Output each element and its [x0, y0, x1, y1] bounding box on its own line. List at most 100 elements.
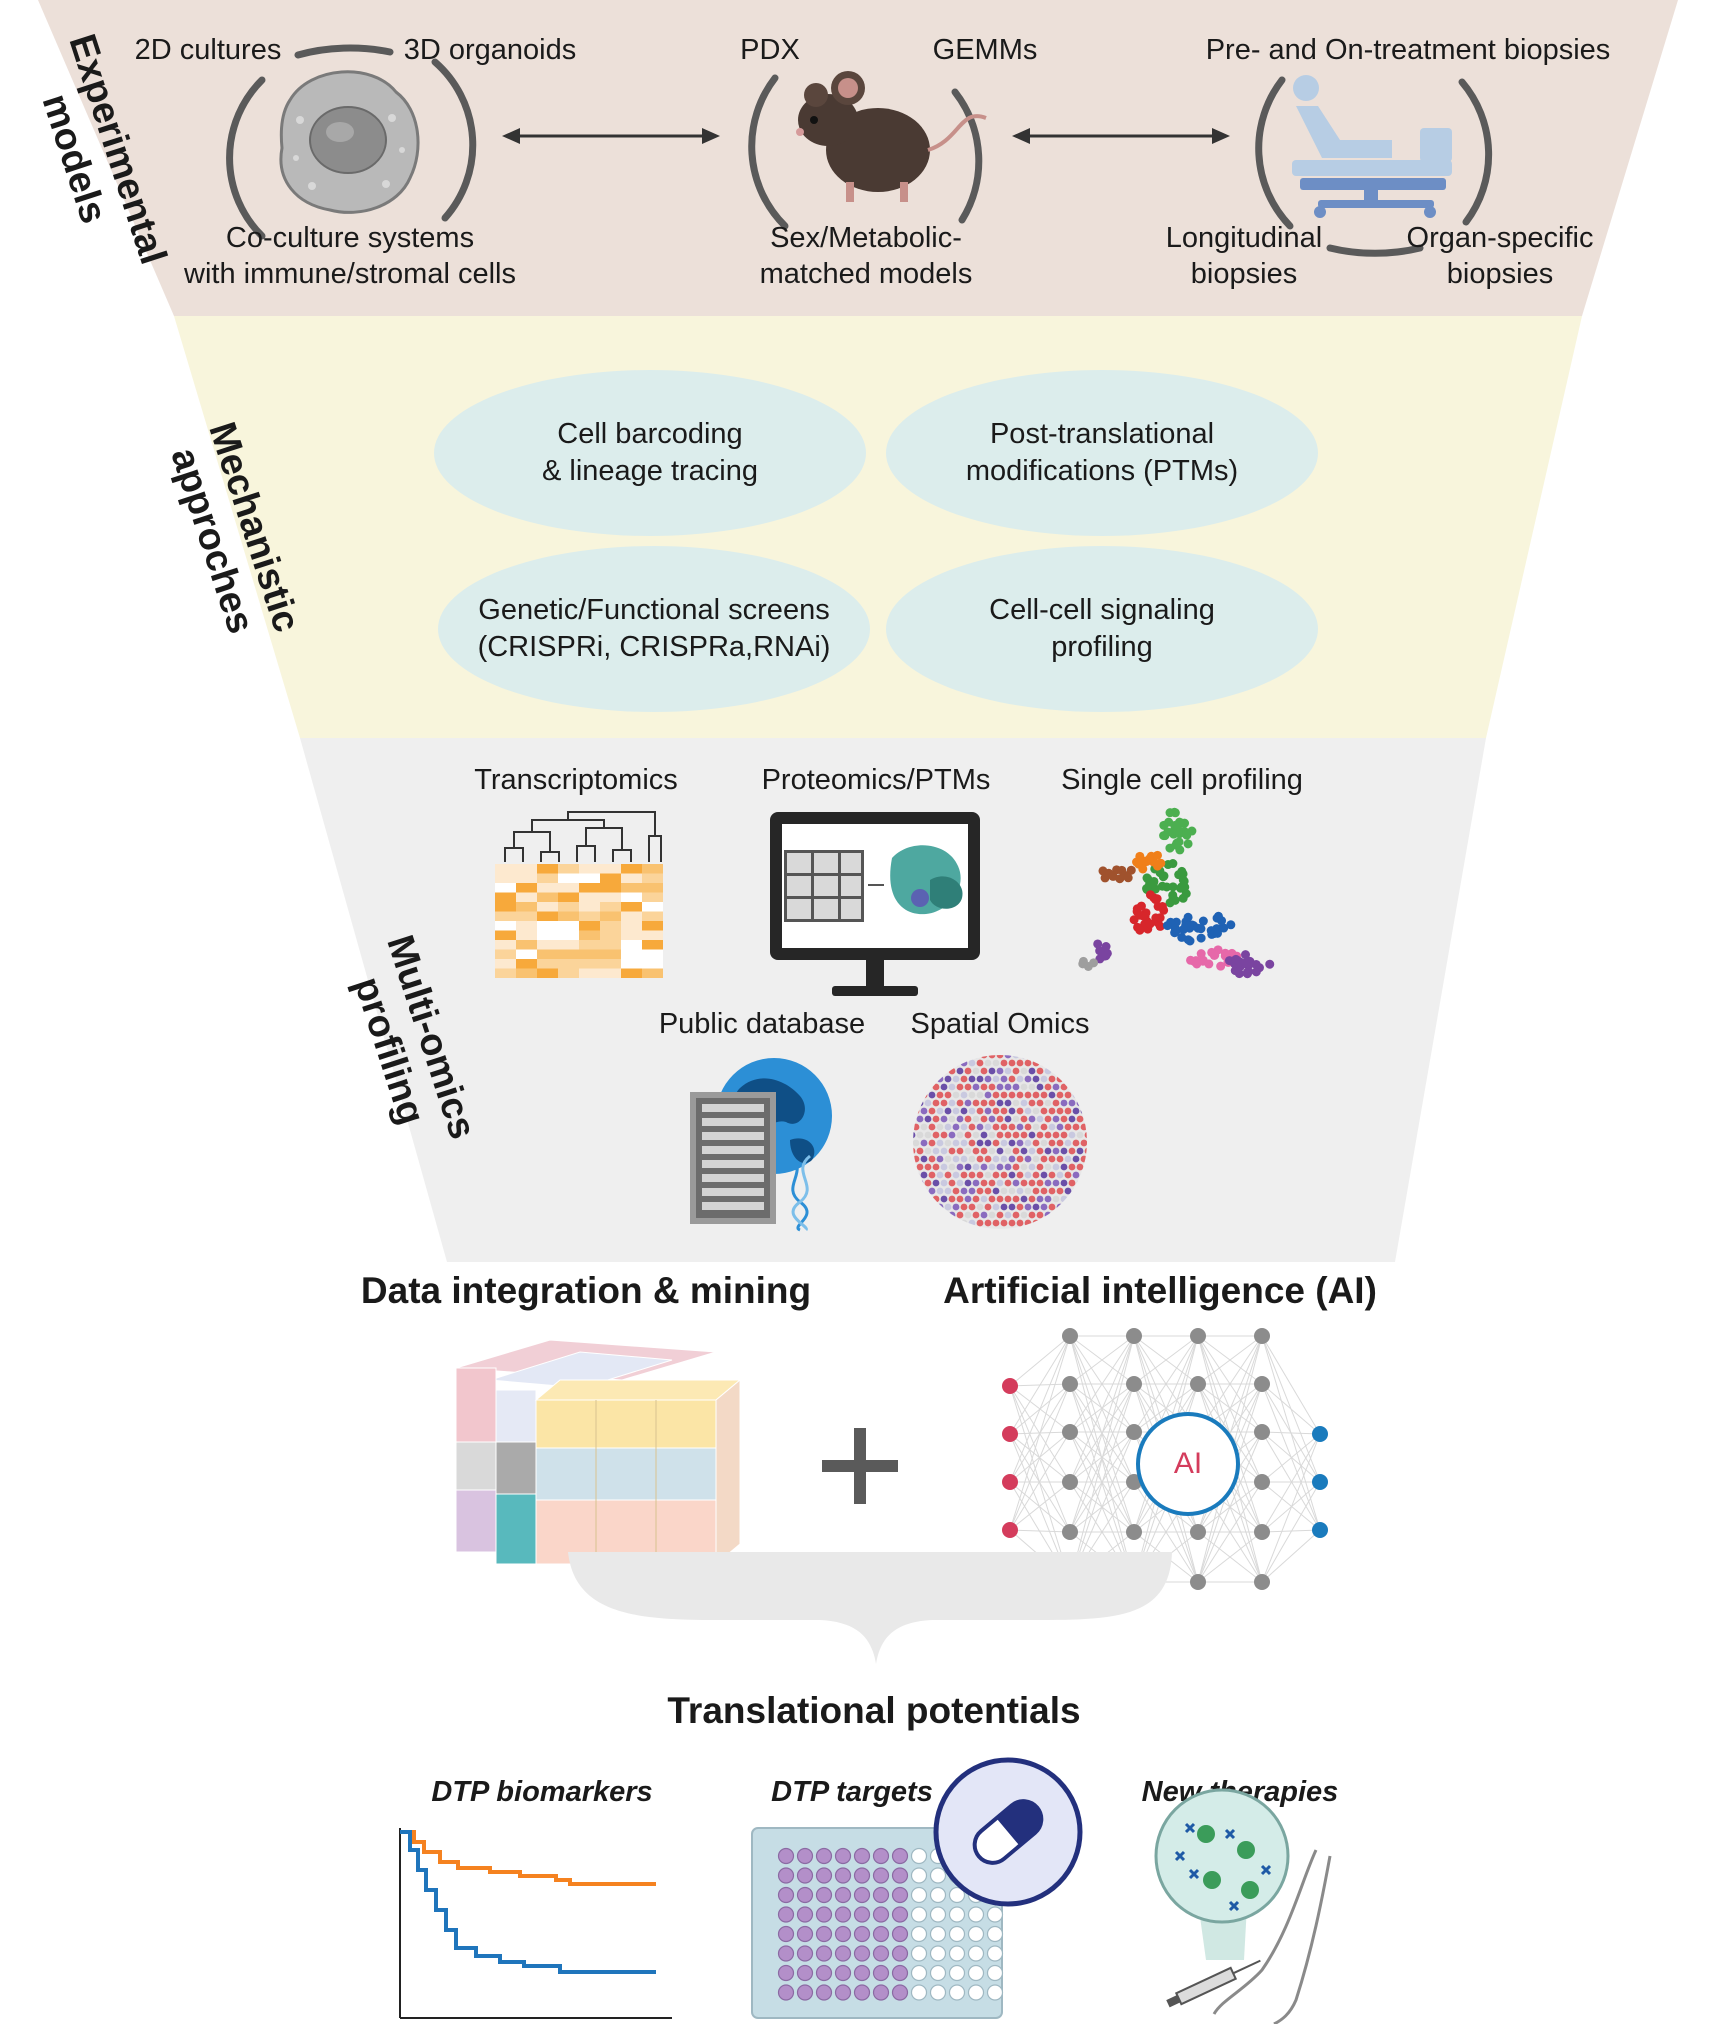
single-cell-point: [1183, 912, 1193, 922]
spatial-spot: [924, 1115, 932, 1123]
heatmap-cell: [558, 921, 579, 931]
spatial-spot: [988, 1163, 996, 1171]
spatial-spot: [984, 1091, 992, 1099]
spatial-spot: [1020, 1163, 1028, 1171]
heatmap-cell: [600, 892, 621, 902]
heatmap-cell: [495, 921, 516, 931]
spatial-spot: [1076, 1147, 1084, 1155]
spatial-spot: [956, 1195, 964, 1203]
single-cell-scatter: [1078, 807, 1275, 979]
spatial-spot: [996, 1099, 1004, 1107]
spatial-spot: [968, 1091, 976, 1099]
spatial-spot: [1056, 1155, 1064, 1163]
single-cell-point: [1196, 933, 1206, 943]
spatial-spot: [924, 1099, 932, 1107]
single-cell-point: [1235, 957, 1245, 967]
spatial-spot: [952, 1155, 960, 1163]
heatmap-cell: [516, 873, 537, 883]
spatial-spot: [1048, 1139, 1056, 1147]
plate-well: [929, 1886, 947, 1904]
heatmap-cell: [558, 968, 579, 978]
spatial-spot: [1028, 1099, 1036, 1107]
spatial-spot: [1044, 1147, 1052, 1155]
spatial-spot: [992, 1123, 1000, 1131]
heatmap-cell: [600, 959, 621, 969]
spatial-spot: [1004, 1055, 1012, 1059]
heatmap-cell: [516, 930, 537, 940]
spatial-spot: [936, 1187, 944, 1195]
spatial-spot: [940, 1083, 948, 1091]
nn-node: [1254, 1524, 1270, 1540]
single-cell-point: [1155, 913, 1165, 923]
spatial-spot: [1052, 1099, 1060, 1107]
spatial-spot: [980, 1115, 988, 1123]
antibody-zoom-circle: [1154, 1788, 1290, 1924]
spatial-spot: [936, 1123, 944, 1131]
single-cell-point: [1187, 826, 1197, 836]
single-cell-point: [1099, 951, 1109, 961]
heatmap-cell: [558, 864, 579, 874]
spatial-spot: [952, 1107, 960, 1115]
spatial-spot: [944, 1171, 952, 1179]
survival-curve-icon: [399, 1828, 672, 2019]
heatmap-cell: [642, 959, 663, 969]
heatmap-cell: [642, 902, 663, 912]
heatmap-cell: [495, 902, 516, 912]
spatial-spot: [944, 1107, 952, 1115]
single-cell-point: [1163, 860, 1173, 870]
spatial-spot: [968, 1171, 976, 1179]
single-cell-point: [1204, 959, 1214, 969]
spatial-spot: [1024, 1139, 1032, 1147]
spatial-spot: [1008, 1059, 1016, 1067]
spatial-spot: [960, 1123, 968, 1131]
heatmap-cell: [642, 968, 663, 978]
arrow-mouse-patient: [1012, 128, 1230, 144]
plate-well: [777, 1925, 795, 1943]
heatmap-cell: [558, 959, 579, 969]
plate-well: [834, 1906, 852, 1923]
spatial-spot: [928, 1123, 936, 1131]
plate-well: [986, 1906, 1004, 1923]
heatmap-cell: [516, 921, 537, 931]
spatial-spot: [1020, 1067, 1028, 1075]
heatmap-cell: [495, 892, 516, 902]
single-cell-point: [1192, 959, 1202, 969]
single-cell-point: [1196, 924, 1206, 934]
heatmap-cell: [600, 902, 621, 912]
plate-well: [872, 1984, 890, 2001]
spatial-spot: [1012, 1115, 1020, 1123]
spatial-spot: [1028, 1163, 1036, 1171]
plate-well: [853, 1964, 871, 1982]
single-cell-point: [1153, 861, 1163, 871]
label-gemms: GEMMs: [932, 34, 1038, 66]
single-cell-point: [1177, 866, 1187, 876]
spatial-spot: [1024, 1171, 1032, 1179]
spatial-spot: [996, 1115, 1004, 1123]
plate-well: [948, 1964, 966, 1982]
spatial-spot: [992, 1219, 1000, 1227]
spatial-spot: [992, 1171, 1000, 1179]
spatial-spot: [992, 1059, 1000, 1067]
nn-node: [1062, 1376, 1078, 1392]
spatial-spot: [988, 1115, 996, 1123]
spatial-spot: [1024, 1091, 1032, 1099]
spatial-spot: [928, 1139, 936, 1147]
single-cell-point: [1098, 866, 1108, 876]
well-plate-icon: [751, 1827, 1004, 2019]
label-proteomics: Proteomics/PTMs: [761, 764, 991, 796]
spatial-spot: [1064, 1155, 1072, 1163]
cell-icon: [279, 70, 420, 214]
spatial-spot: [1064, 1123, 1072, 1131]
plate-well: [967, 1984, 985, 2001]
heatmap-cell: [516, 959, 537, 969]
spatial-spot: [988, 1083, 996, 1091]
single-cell-point: [1148, 879, 1158, 889]
spatial-spot: [968, 1059, 976, 1067]
spatial-spot: [964, 1131, 972, 1139]
spatial-spot: [924, 1163, 932, 1171]
spatial-spot: [976, 1075, 984, 1083]
spatial-spot: [1000, 1107, 1008, 1115]
spatial-spot: [1028, 1211, 1036, 1219]
spatial-spot: [1004, 1131, 1012, 1139]
plate-well: [967, 1906, 985, 1923]
